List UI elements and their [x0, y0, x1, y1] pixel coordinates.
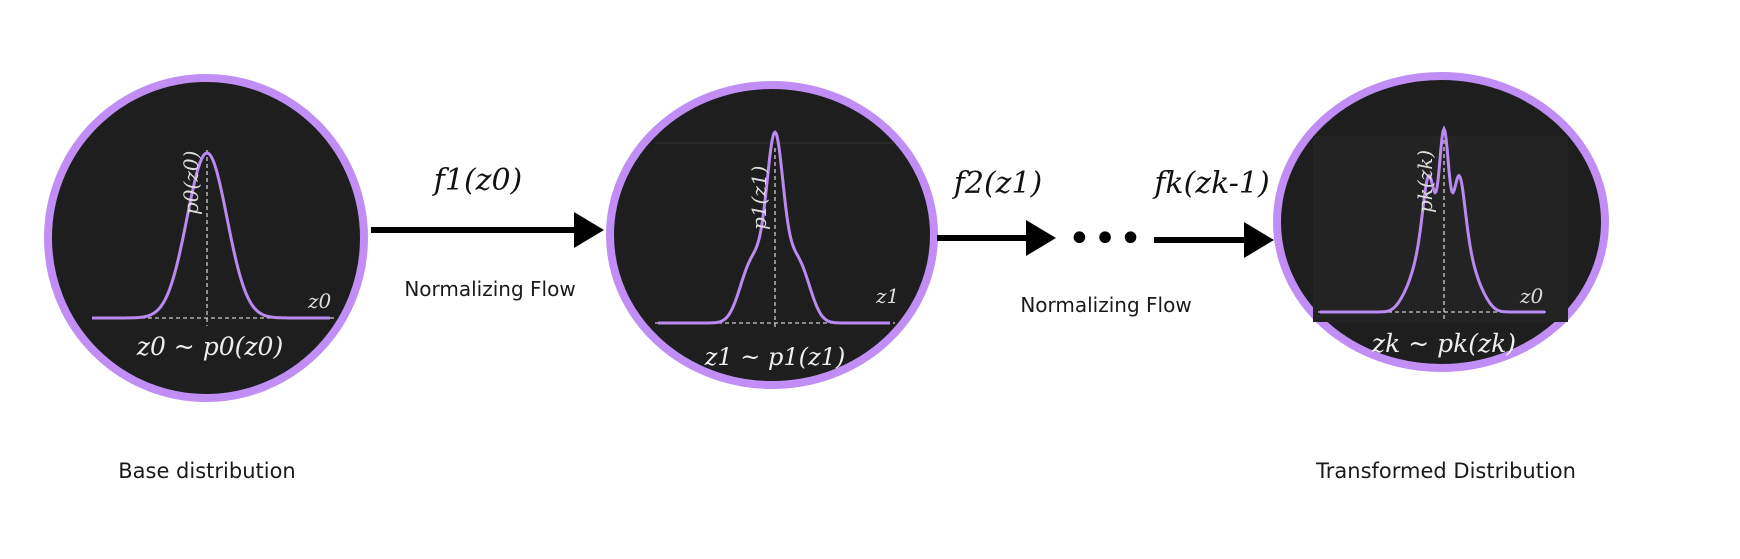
flow-function: f2(z1)	[952, 166, 1043, 201]
distribution-caption: z1 ~ p1(z1)	[704, 343, 846, 371]
y-axis-label: p0(z0)	[179, 151, 203, 215]
y-axis-label: pk(zk)	[1413, 150, 1437, 213]
density-curve	[92, 151, 330, 320]
density-curve	[1320, 125, 1545, 314]
flow-1: f1(z0) Normalizing Flow	[371, 163, 604, 301]
x-axis-label: z0	[307, 289, 332, 313]
flow-label: Normalizing Flow	[404, 277, 575, 301]
flow-label: Normalizing Flow	[1020, 293, 1191, 317]
distribution-circle	[606, 81, 938, 389]
transformed-distribution-node: pk(zk) z0 zk ~ pk(zk)	[1273, 72, 1609, 372]
x-axis-label: z0	[1519, 284, 1544, 308]
intermediate-distribution-node: p1(z1) z1 z1 ~ p1(z1)	[606, 81, 938, 389]
transformed-distribution-label: Transformed Distribution	[1315, 459, 1576, 483]
flow-k: fk(zk-1)	[1152, 166, 1274, 258]
density-curve	[658, 130, 890, 325]
base-distribution-label: Base distribution	[118, 459, 296, 483]
distribution-caption: zk ~ pk(zk)	[1371, 329, 1516, 358]
flow-function: fk(zk-1)	[1152, 166, 1269, 201]
flow-2: f2(z1) Normalizing Flow	[937, 166, 1192, 317]
ellipsis: •••	[1068, 216, 1145, 262]
base-distribution-node: p0(z0) z0 z0 ~ p0(z0)	[44, 74, 368, 402]
distribution-caption: z0 ~ p0(z0)	[136, 332, 283, 361]
flow-function: f1(z0)	[432, 163, 523, 198]
x-axis-label: z1	[875, 284, 899, 308]
y-axis-label: p1(z1)	[747, 166, 771, 230]
